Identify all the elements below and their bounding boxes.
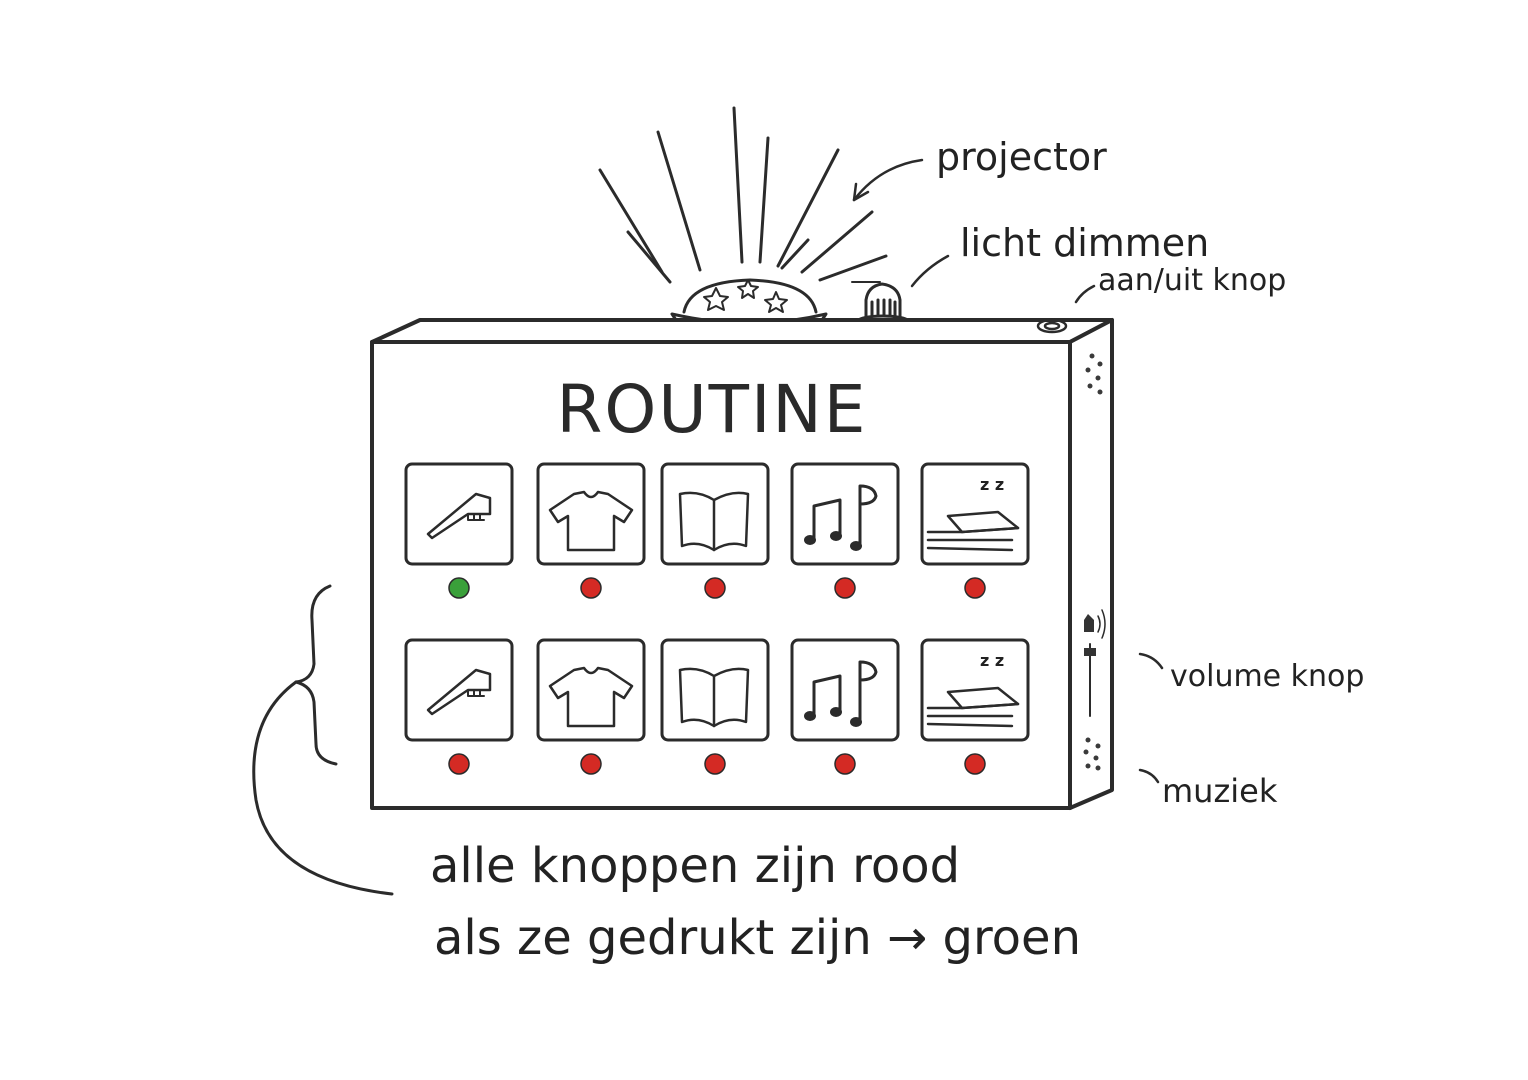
routine-button-frame[interactable] — [920, 638, 1030, 742]
routine-button-frame[interactable] — [920, 462, 1030, 566]
routine-button[interactable]: z z — [920, 462, 1030, 599]
device-title: ROUTINE — [557, 371, 868, 448]
routine-button[interactable] — [660, 638, 770, 775]
bed-sleep-icon: z z — [926, 651, 1020, 728]
speaker-holes-top — [1085, 353, 1103, 395]
sound-waves-icon — [1097, 609, 1106, 639]
music-label: muziek — [1162, 772, 1278, 810]
status-led-red — [834, 577, 856, 599]
speaker-holes-bottom — [1083, 737, 1101, 771]
routine-button[interactable]: z z — [920, 638, 1030, 775]
music-notes-icon — [804, 484, 878, 551]
routine-button[interactable] — [404, 462, 514, 599]
routine-button[interactable] — [536, 638, 646, 775]
projector-pointer-arrow — [852, 158, 924, 202]
dimmer-label: licht dimmen — [960, 221, 1209, 265]
status-led-red — [704, 577, 726, 599]
routine-button-frame[interactable] — [790, 638, 900, 742]
book-icon — [678, 491, 750, 552]
projector-light-rays — [598, 106, 888, 284]
bracket-row-indicator — [252, 584, 394, 896]
status-led-red — [834, 753, 856, 775]
annotation-pointers — [852, 158, 1164, 784]
note-line-1: alle knoppen zijn rood — [430, 838, 960, 894]
routine-button-grid: z z z z — [404, 462, 1030, 775]
device-box — [370, 318, 1114, 810]
status-led-green — [448, 577, 470, 599]
toothbrush-icon — [426, 668, 492, 716]
power-button[interactable] — [1036, 318, 1068, 334]
dimmer-pointer-line — [910, 254, 950, 288]
star-icon — [703, 279, 788, 313]
sleep-zz-label: z z — [980, 651, 1004, 670]
routine-button-frame[interactable] — [536, 638, 646, 742]
routine-button[interactable] — [404, 638, 514, 775]
volume-slider[interactable] — [1084, 609, 1106, 717]
volume-label: volume knop — [1170, 659, 1364, 694]
music-pointer-line — [1138, 768, 1160, 784]
routine-button-frame[interactable] — [404, 638, 514, 742]
routine-button[interactable] — [660, 462, 770, 599]
routine-button-frame[interactable] — [660, 462, 770, 566]
volume-pointer-line — [1138, 652, 1164, 670]
status-led-red — [704, 753, 726, 775]
routine-button[interactable] — [790, 462, 900, 599]
routine-button[interactable] — [536, 462, 646, 599]
routine-button-frame[interactable] — [790, 462, 900, 566]
power-pointer-line — [1074, 284, 1096, 304]
tshirt-icon — [548, 490, 634, 552]
bed-sleep-icon: z z — [926, 475, 1020, 552]
sleep-zz-label: z z — [980, 475, 1004, 494]
volume-slider-handle[interactable] — [1084, 648, 1096, 656]
speaker-icon — [1084, 614, 1094, 632]
routine-button-frame[interactable] — [536, 462, 646, 566]
tshirt-icon — [548, 666, 634, 728]
status-led-red — [448, 753, 470, 775]
projector-label: projector — [936, 135, 1107, 179]
note-line-2: als ze gedrukt zijn → groen — [434, 910, 1081, 966]
power-label: aan/uit knop — [1098, 263, 1286, 298]
status-led-red — [964, 577, 986, 599]
status-led-red — [580, 577, 602, 599]
routine-button-frame[interactable] — [660, 638, 770, 742]
toothbrush-icon — [426, 492, 492, 540]
routine-button[interactable] — [790, 638, 900, 775]
book-icon — [678, 667, 750, 728]
status-led-red — [964, 753, 986, 775]
music-notes-icon — [804, 660, 878, 727]
routine-button-frame[interactable] — [404, 462, 514, 566]
status-led-red — [580, 753, 602, 775]
